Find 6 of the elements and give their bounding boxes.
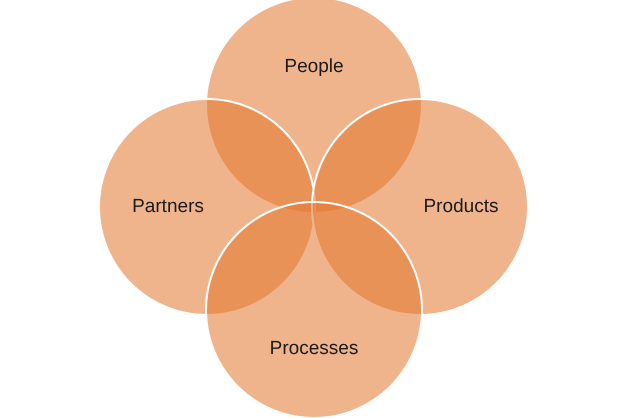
circle-label: Partners: [132, 196, 204, 218]
circle-label: Processes: [270, 338, 358, 360]
venn-circle: [98, 98, 316, 316]
circle-label: People: [284, 56, 344, 78]
venn-circle: [311, 98, 529, 316]
circle-label: Products: [424, 196, 498, 218]
